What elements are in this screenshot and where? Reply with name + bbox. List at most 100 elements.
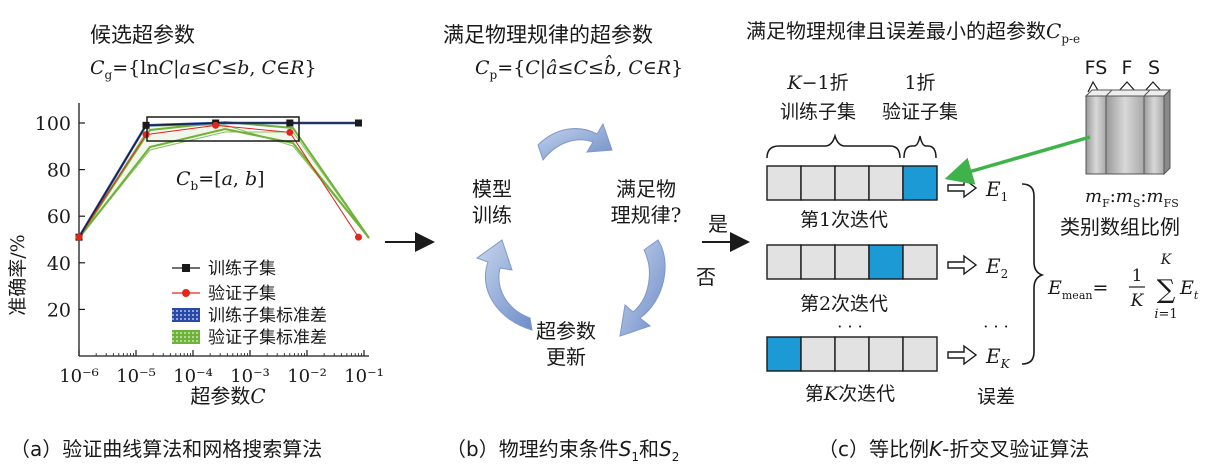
panel-a-title: 候选超参数 <box>90 23 195 47</box>
formula-cp: Cp={C|â≤C≤b̂, C∈R} <box>475 54 683 82</box>
iterK-label: 第K次迭代 <box>805 383 895 405</box>
valid-std-lower <box>78 127 370 239</box>
svg-text:训练子集标准差: 训练子集标准差 <box>208 306 327 326</box>
caption-c: （c）等比例K-折交叉验证算法 <box>818 437 1089 461</box>
error-label: 误差 <box>977 386 1015 408</box>
error-brace <box>1021 183 1045 365</box>
cycle-arrow-top <box>537 122 613 162</box>
valid-point <box>354 233 362 241</box>
x-tick-label: 10⁻⁶ <box>59 366 99 387</box>
train-point <box>286 119 294 127</box>
model-train-line2: 训练 <box>472 203 512 227</box>
panel-b: 满足物理规律的超参数 Cp={C|â≤C≤b̂, C∈R} 模型 训练 满足物 … <box>443 23 716 464</box>
training-fold-cell <box>834 165 870 201</box>
formula-cg: Cg={lnC|a≤C≤b, C∈R} <box>90 57 317 82</box>
legend: 训练子集 验证子集 训练子集标准差 验证子集标准差 <box>172 259 327 348</box>
svg-text:i=1: i=1 <box>1154 307 1177 322</box>
model-train-line1: 模型 <box>472 177 512 201</box>
satisfy-line2: 理规律? <box>611 203 682 227</box>
valid-point <box>212 121 220 129</box>
valid-point <box>286 128 294 136</box>
panel-c-title: 满足物理规律且误差最小的超参数Cp-e <box>746 19 1080 46</box>
training-fold-cell <box>800 336 836 372</box>
iter2-label: 第2次迭代 <box>800 293 888 315</box>
train-point <box>142 121 150 129</box>
valid-fold-line1: 1折 <box>904 72 935 94</box>
cb-box <box>146 116 300 142</box>
training-fold-cell <box>902 336 938 372</box>
cycle-arrow-right <box>619 239 666 337</box>
iter1-label: 第1次迭代 <box>800 209 888 231</box>
legend-train: 训练子集 <box>172 259 276 279</box>
training-fold-cell <box>800 244 836 280</box>
class-label-fs: FS <box>1085 57 1108 79</box>
x-tick-label: 10⁻² <box>287 366 327 387</box>
validation-fold-cell <box>868 244 904 280</box>
x-tick-label: 10⁻⁴ <box>173 366 213 387</box>
legend-valid-std: 验证子集标准差 <box>172 328 327 348</box>
svg-text:Et: Et <box>1179 277 1199 302</box>
valid-fold-line2: 验证子集 <box>882 101 958 123</box>
svg-text:Emean=: Emean= <box>1047 277 1108 302</box>
yes-label: 是 <box>708 212 728 236</box>
validation-fold-cell <box>766 336 802 372</box>
y-tick-label: 60 <box>47 206 71 228</box>
panel-a: 候选超参数 Cg={lnC|a≤C≤b, C∈R} 准确率/% 20406080… <box>7 23 384 461</box>
y-tick-label: 20 <box>47 299 71 321</box>
train-fold-line2: 训练子集 <box>780 101 856 123</box>
ratio-label: 类别数组比例 <box>1060 215 1180 239</box>
svg-text:验证子集: 验证子集 <box>208 284 276 304</box>
x-tick-label: 10⁻¹ <box>344 366 384 387</box>
fold-rows <box>766 165 938 372</box>
panel-b-title: 满足物理规律的超参数 <box>443 23 653 47</box>
valid-brace <box>903 135 937 159</box>
caption-a: （a）验证曲线算法和网格搜索算法 <box>10 437 322 461</box>
svg-text:验证子集标准差: 验证子集标准差 <box>208 328 327 348</box>
cb-label: Cb=[a, b] <box>176 168 265 193</box>
ratio-formula: mF:mS:mFS <box>1085 186 1179 210</box>
y-tick-label: 80 <box>47 160 71 182</box>
svg-text:K: K <box>1130 291 1145 311</box>
svg-text:1: 1 <box>1132 266 1143 286</box>
update-line1: 超参数 <box>536 319 596 343</box>
y-axis-label: 准确率/% <box>7 234 29 315</box>
emean-formula: Emean= 1 K K ∑ i=1 Et <box>1047 252 1199 322</box>
error-ek: EK <box>985 344 1011 371</box>
x-ticks: 10⁻⁶ 10⁻⁵ 10⁻⁴ 10⁻³ 10⁻² 10⁻¹ <box>59 350 384 387</box>
training-fold-cell <box>834 244 870 280</box>
training-fold-cell <box>902 244 938 280</box>
svg-text:K: K <box>1160 252 1173 268</box>
error-e1: E1 <box>985 177 1008 204</box>
class-label-f: F <box>1122 57 1133 79</box>
caption-b: （b）物理约束条件S1和S2 <box>446 437 679 464</box>
legend-train-std: 训练子集标准差 <box>172 306 327 326</box>
training-fold-cell <box>868 165 904 201</box>
legend-valid: 验证子集 <box>172 284 276 304</box>
x-tick-label: 10⁻³ <box>230 366 270 387</box>
series-layer <box>75 119 362 241</box>
class-bars: FS F S <box>1085 57 1172 176</box>
class-label-s: S <box>1148 57 1160 79</box>
training-fold-cell <box>834 336 870 372</box>
svg-text:训练子集: 训练子集 <box>208 259 276 279</box>
error-e2: E2 <box>985 254 1008 281</box>
train-point <box>354 119 362 127</box>
panel-c: 满足物理规律且误差最小的超参数Cp-e K−1折 训练子集 1折 验证子集 第1… <box>746 19 1199 461</box>
x-tick-label: 10⁻⁵ <box>116 366 156 387</box>
train-brace <box>766 133 901 159</box>
update-line2: 更新 <box>546 345 586 369</box>
train-fold-line1: K−1折 <box>786 72 848 94</box>
dots-right: · · · <box>983 317 1008 336</box>
cycle-arrow-left <box>475 239 533 331</box>
dots-middle: · · · <box>837 317 862 336</box>
training-fold-cell <box>766 244 802 280</box>
error-arrows <box>947 177 978 366</box>
svg-text:∑: ∑ <box>1157 275 1176 305</box>
training-fold-cell <box>800 165 836 201</box>
x-axis-label: 超参数C <box>190 384 265 408</box>
y-tick-label: 100 <box>35 113 71 135</box>
satisfy-line1: 满足物 <box>616 177 676 201</box>
training-fold-cell <box>868 336 904 372</box>
